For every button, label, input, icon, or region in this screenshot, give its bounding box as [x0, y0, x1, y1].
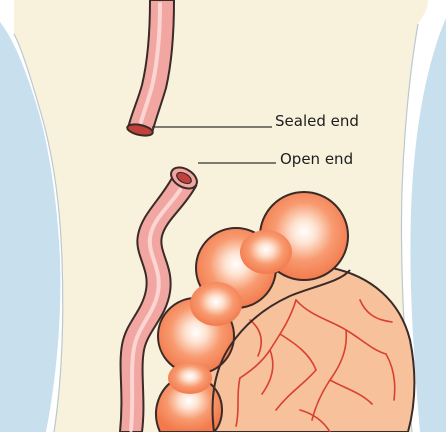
open-end-label: Open end — [280, 152, 353, 167]
sealed-end-label: Sealed end — [275, 114, 359, 129]
